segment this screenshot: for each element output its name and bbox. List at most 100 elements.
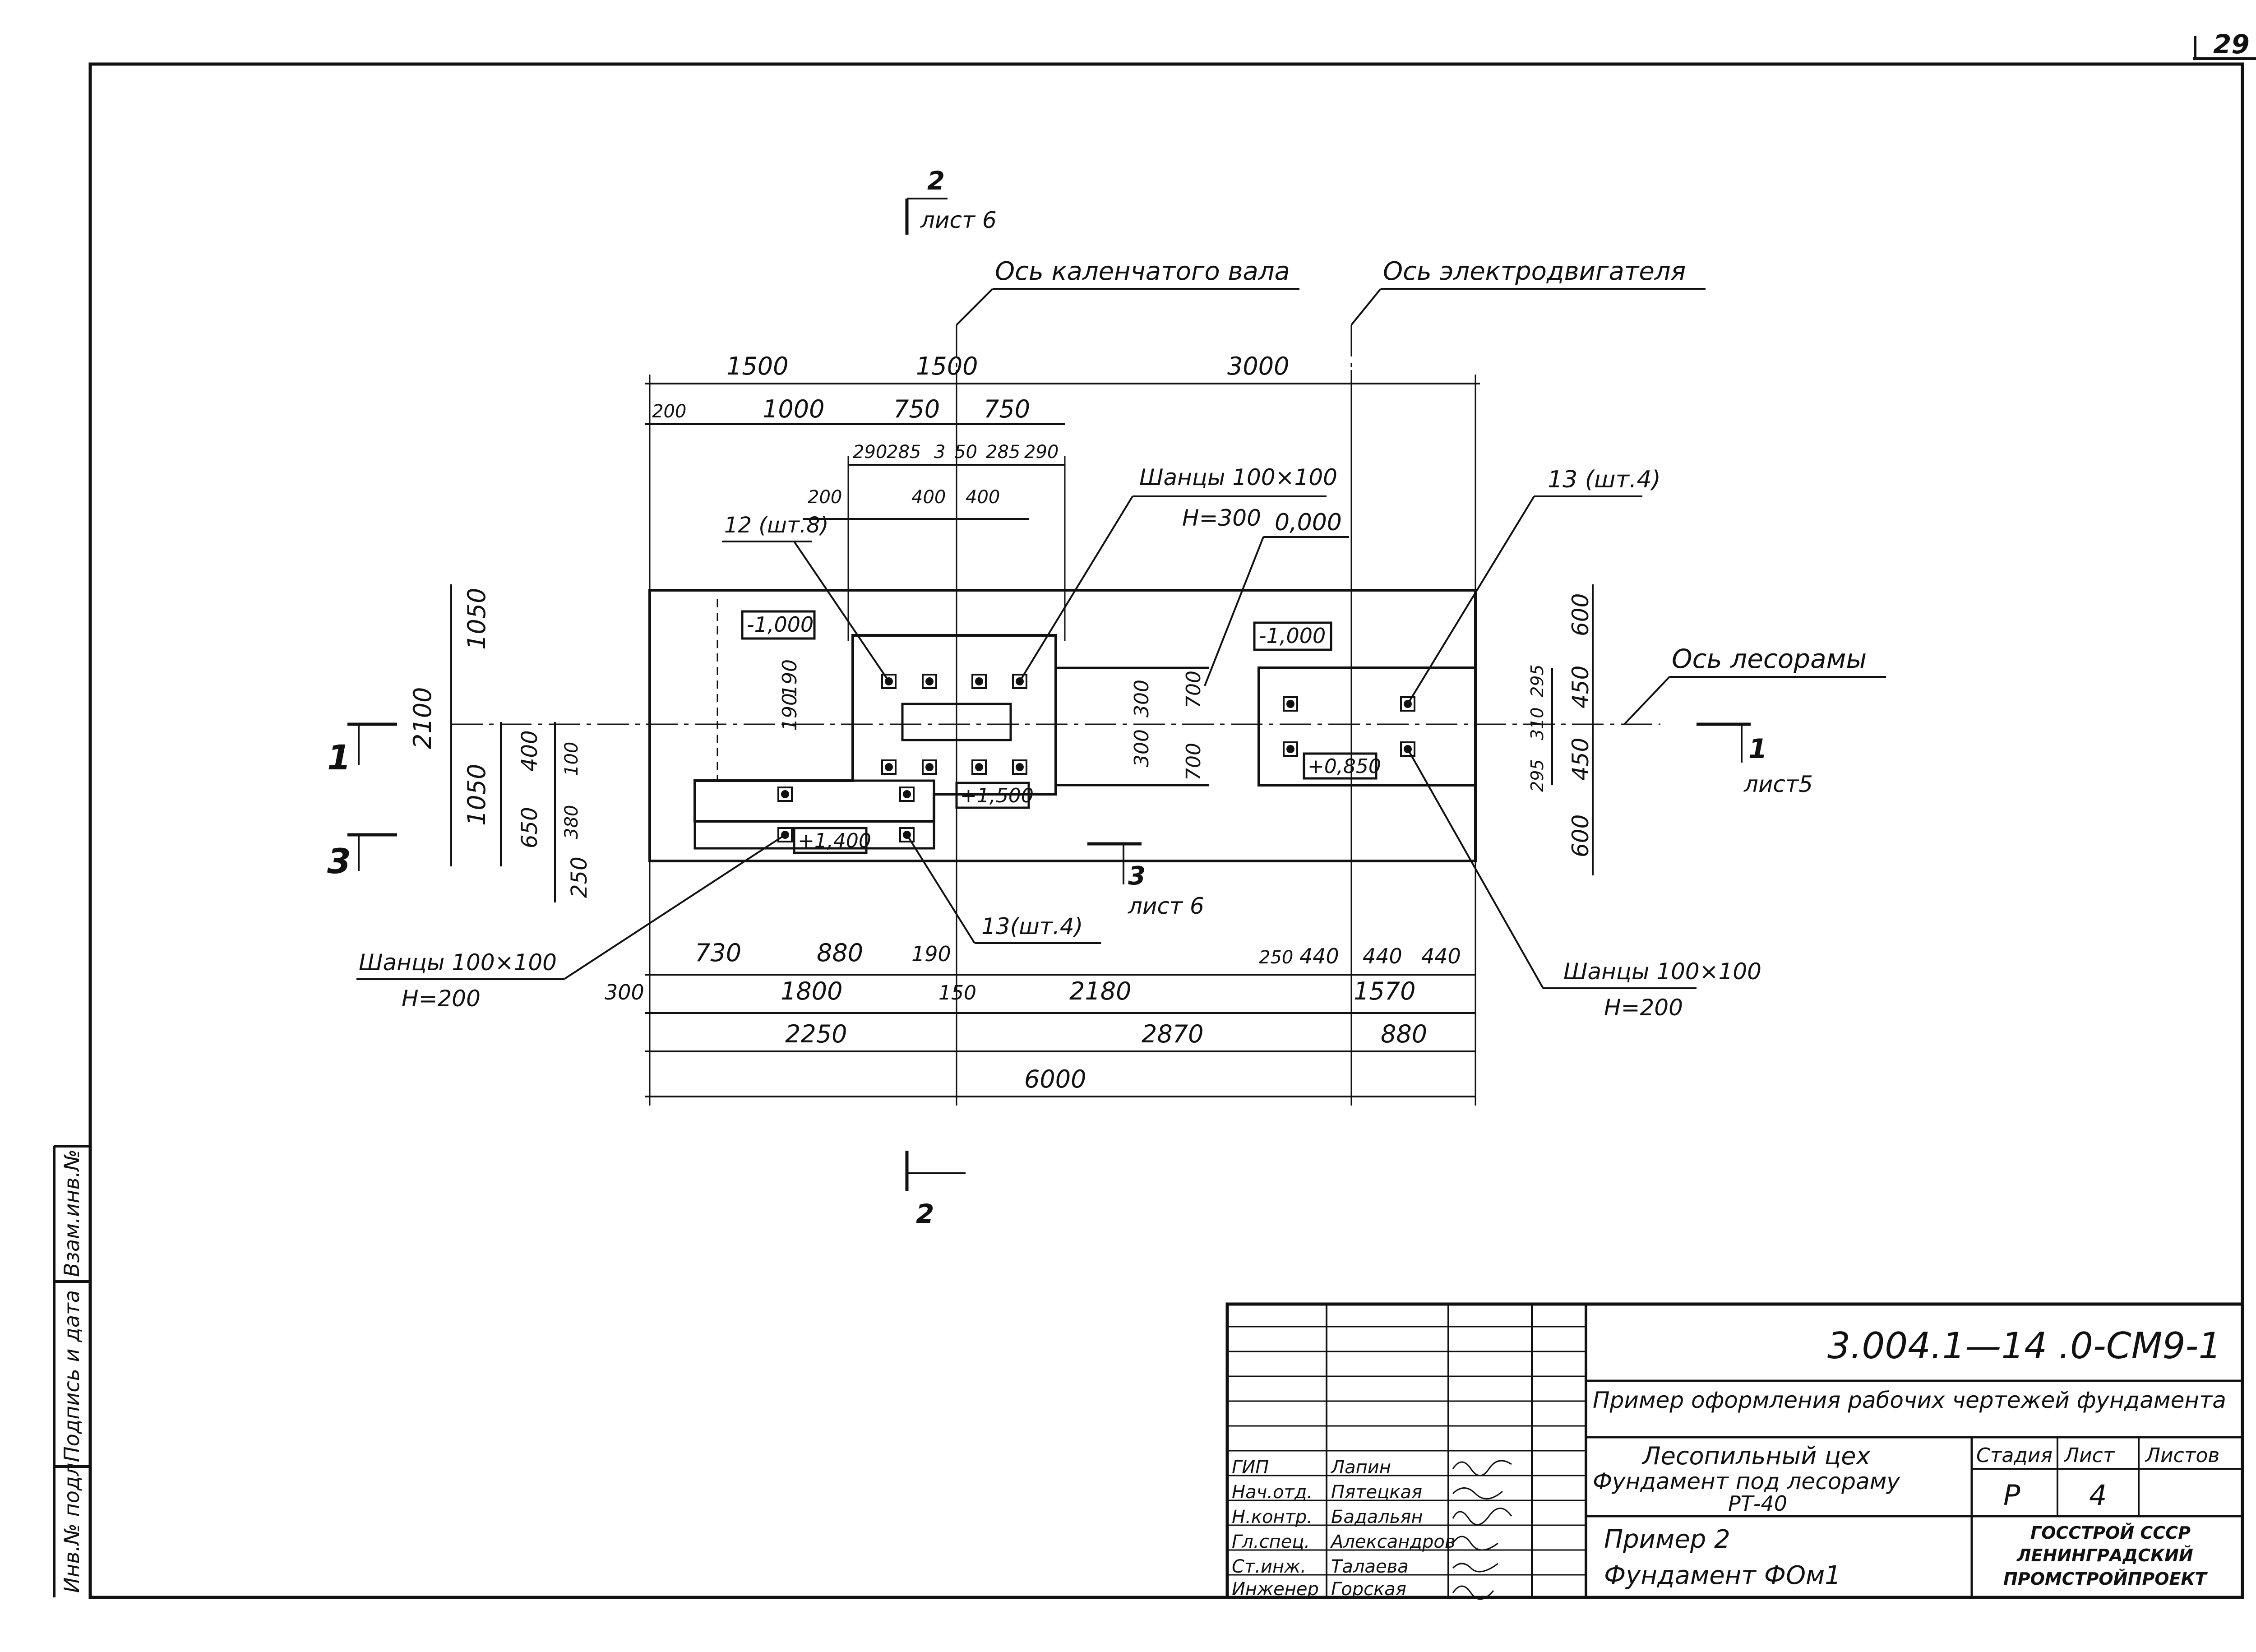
role-1: Нач.отд. — [1232, 1482, 1313, 1503]
frame-axis-label: Ось лесорамы — [1672, 643, 1867, 674]
dim-top-3: 3 — [934, 442, 945, 463]
sheet-label: Лист — [2063, 1444, 2115, 1467]
dim-right-600a: 600 — [1567, 593, 1594, 636]
role-4: Ст.инж. — [1232, 1556, 1306, 1577]
sheet-value: 4 — [2089, 1479, 2107, 1512]
object-line2: Фундамент под лесораму — [1593, 1468, 1900, 1495]
dim-top-1000: 1000 — [763, 395, 824, 423]
sheets-label: Листов — [2145, 1444, 2219, 1467]
motor-axis-label: Ось электродвигателя — [1383, 257, 1686, 286]
stamp-signature-date: Подпись и дата — [60, 1290, 84, 1462]
section-1-right-num: 1 — [1748, 733, 1767, 765]
dim-top-200b: 200 — [808, 487, 842, 508]
elevation-left: +1,400 — [798, 829, 871, 852]
name-1: Пятецкая — [1331, 1482, 1422, 1503]
dim-top-200: 200 — [652, 401, 686, 422]
dim-inner-700a: 700 — [1182, 671, 1205, 708]
org-line2: ЛЕНИНГРАДСКИЙ — [2016, 1546, 2193, 1565]
dimension-labels: 1500 1500 3000 200 1000 750 750 290 285 … — [408, 352, 1594, 1093]
pocket-left — [693, 779, 935, 850]
section-1-right-sheet: лист5 — [1743, 771, 1813, 797]
section-2-top-num: 2 — [927, 167, 945, 196]
bolt-marker — [777, 787, 793, 802]
section-3-left-num: 3 — [327, 841, 351, 881]
role-2: Н.контр. — [1232, 1507, 1313, 1527]
name-2: Бадальян — [1331, 1507, 1423, 1527]
bolt-marker — [922, 674, 937, 689]
section-2-top-sheet: лист 6 — [920, 207, 997, 233]
dim-left-250: 250 — [567, 856, 592, 898]
dim-top-750a: 750 — [893, 395, 940, 423]
dim-right-450b: 450 — [1567, 738, 1594, 781]
role-3: Гл.спец. — [1232, 1532, 1310, 1552]
bolt-marker — [922, 759, 937, 775]
bolt-marker — [971, 674, 987, 689]
section-1-left-num: 1 — [327, 737, 351, 777]
callout-anchors-top-h: H=300 — [1182, 505, 1261, 531]
dim-bot-2250: 2250 — [785, 1020, 847, 1048]
doc-title-line: Пример оформления рабочих чертежей фунда… — [1593, 1387, 2226, 1413]
elevation-right: +0,850 — [1308, 755, 1381, 778]
dim-left-100: 100 — [561, 742, 582, 776]
dim-bot-440b: 440 — [1363, 944, 1402, 968]
callout-anchors-right: Шанцы 100×100 — [1563, 958, 1761, 985]
title-block: 3.004.1—14 .0-СМ9-1 Пример оформления ра… — [1225, 1302, 2244, 1600]
dim-top-1500b: 1500 — [916, 352, 978, 380]
callout-anchors-left-h: H=200 — [402, 986, 481, 1012]
section-3-mid-num: 3 — [1128, 861, 1146, 891]
dim-top-285a: 285 — [887, 442, 921, 463]
dim-left-400: 400 — [517, 730, 542, 772]
section-2-bottom-num: 2 — [916, 1199, 934, 1229]
bolt-marker — [881, 759, 897, 775]
callout-anchors-left: Шанцы 100×100 — [359, 949, 557, 976]
dim-inner-300b: 300 — [1130, 680, 1153, 717]
object-line1: Лесопильный цех — [1641, 1442, 1871, 1470]
name-0: Лапин — [1330, 1457, 1391, 1478]
bolt-marker — [1012, 759, 1027, 775]
dim-bot-2870: 2870 — [1142, 1020, 1203, 1048]
elevation-minus-left: -1,000 — [747, 612, 814, 637]
stamp-original-inv: Инв.№ подл. — [60, 1456, 84, 1593]
dim-bot-300: 300 — [605, 980, 644, 1004]
dim-bot-190: 190 — [911, 942, 951, 966]
axes: Ось каленчатого вала Ось электродвигател… — [451, 257, 1886, 1011]
crankshaft-axis-label: Ось каленчатого вала — [995, 257, 1290, 286]
signatures — [1452, 1460, 1512, 1600]
dim-bot-1800: 1800 — [781, 977, 842, 1005]
sheet-title-line1: Пример 2 — [1604, 1525, 1730, 1554]
sheet-title-line2: Фундамент ФОм1 — [1604, 1561, 1841, 1590]
dim-inner-310: 310 — [1527, 707, 1547, 740]
dim-inner-190b: 190 — [778, 659, 801, 697]
dimension-lines — [450, 370, 1594, 1106]
bolt-marker — [1283, 741, 1298, 757]
stage-label: Стадия — [1976, 1444, 2053, 1467]
section-3-mid-sheet: лист 6 — [1128, 893, 1204, 919]
dim-top-290a: 290 — [853, 442, 887, 463]
dim-inner-295b: 295 — [1527, 664, 1547, 697]
dim-top-750b: 750 — [984, 395, 1030, 423]
dim-left-1050b: 1050 — [462, 764, 491, 826]
object-line3: РТ-40 — [1728, 1491, 1787, 1516]
sheet-number: 29 — [2213, 29, 2250, 60]
elevation-minus-right: -1,000 — [1259, 624, 1326, 648]
dim-top-290b: 290 — [1024, 442, 1059, 463]
pocket-slot — [901, 703, 1012, 741]
dim-bot-6000: 6000 — [1024, 1065, 1086, 1093]
bolt-marker — [899, 787, 915, 802]
dim-bot-440c: 440 — [1421, 944, 1461, 968]
name-4: Талаева — [1331, 1556, 1409, 1577]
foundation-plan — [648, 589, 1477, 862]
role-5: Инженер — [1232, 1579, 1319, 1600]
dim-inner-295a: 295 — [1527, 759, 1547, 792]
role-0: ГИП — [1232, 1457, 1269, 1478]
section-marks: 2 лист 6 2 1 1 лист5 3 3 лист 6 — [327, 167, 1813, 1229]
name-5: Горская — [1331, 1579, 1406, 1600]
org-line1: ГОССТРОЙ СССР — [2030, 1523, 2191, 1543]
bolt-marker — [971, 759, 987, 775]
doc-code: 3.004.1—14 .0-СМ9-1 — [1827, 1325, 2221, 1367]
elevation-center: +1,500 — [960, 784, 1034, 807]
dim-left-650: 650 — [517, 807, 542, 848]
stage-value: Р — [2003, 1479, 2020, 1512]
callout-anchors-top: Шанцы 100×100 — [1139, 464, 1337, 491]
